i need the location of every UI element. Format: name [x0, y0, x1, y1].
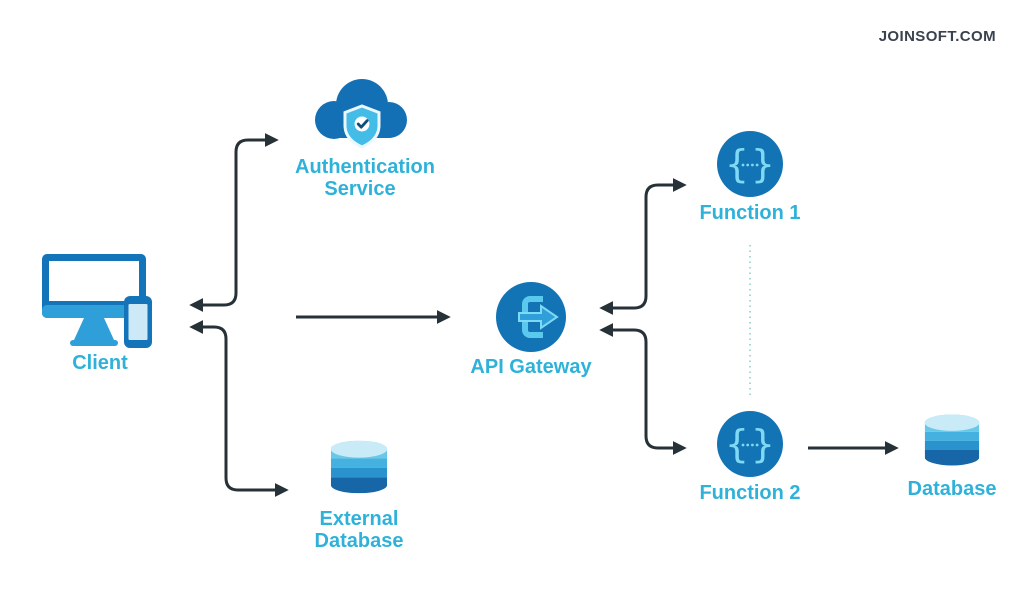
node-external-database: External Database	[297, 436, 421, 552]
svg-text:{: {	[726, 422, 749, 466]
svg-text:{: {	[726, 142, 749, 186]
database-cylinder-icon	[924, 414, 980, 466]
function-2-label: Function 2	[699, 482, 801, 504]
api-gateway-label: API Gateway	[470, 356, 592, 378]
node-function-2: { } Function 2	[690, 410, 810, 504]
arrow-gateway-function1	[599, 178, 687, 315]
database-cylinder-icon	[330, 440, 388, 494]
cloud-shield-icon	[315, 79, 407, 149]
gateway-enter-arrow-icon	[496, 282, 566, 352]
node-function-1: { } Function 1	[690, 130, 810, 224]
watermark-text: JOINSOFT.COM	[878, 28, 996, 45]
node-database: Database	[892, 410, 1012, 500]
svg-text:}: }	[752, 422, 775, 466]
database-label: Database	[907, 478, 997, 500]
authentication-service-label-line1: Authentication	[295, 156, 435, 178]
node-authentication-service: Authentication Service	[295, 78, 435, 200]
authentication-service-label: Authentication Service	[295, 156, 435, 200]
node-client: Client	[40, 252, 160, 374]
curly-braces-icon: { }	[717, 131, 783, 197]
function-1-label: Function 1	[699, 202, 801, 224]
external-database-label-line1: External	[319, 508, 399, 530]
node-api-gateway: API Gateway	[461, 279, 601, 378]
arrow-client-external-db	[189, 320, 289, 497]
external-database-label-line2: Database	[314, 530, 404, 552]
arrow-client-auth	[189, 133, 279, 312]
arrow-gateway-function2	[599, 323, 687, 455]
curly-braces-icon: { }	[717, 411, 783, 477]
desktop-and-phone-icon	[42, 254, 152, 348]
svg-text:}: }	[752, 142, 775, 186]
external-database-label: External Database	[297, 508, 421, 552]
client-label: Client	[72, 352, 128, 374]
authentication-service-label-line2: Service	[324, 178, 396, 200]
